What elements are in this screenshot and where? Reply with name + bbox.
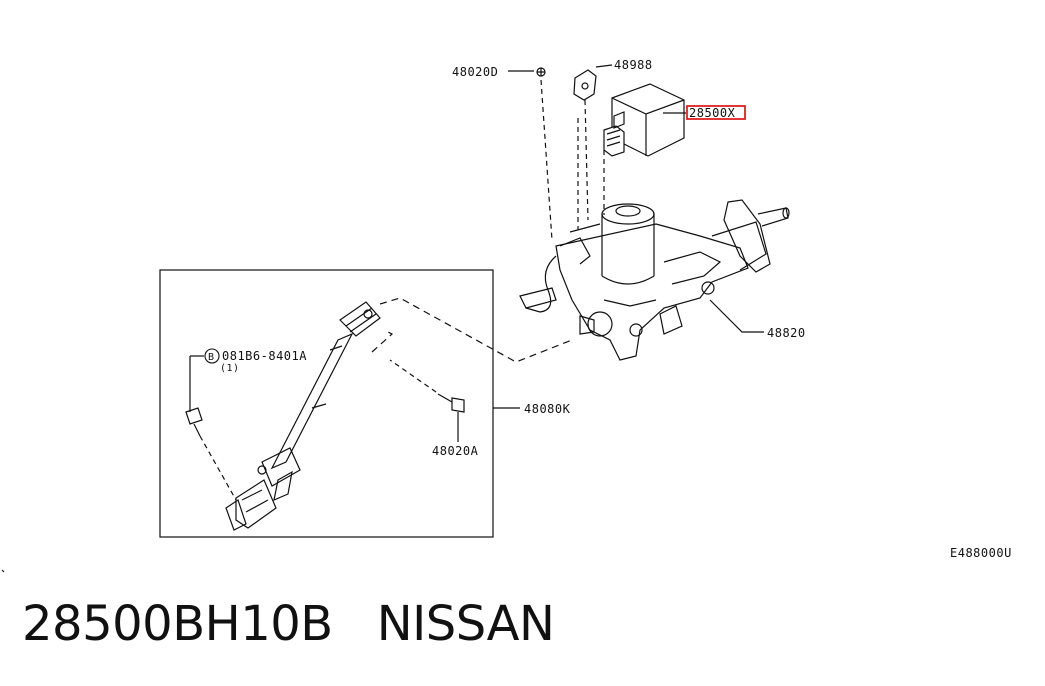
figure-code: E488000U bbox=[950, 546, 1012, 560]
clip-48020d bbox=[536, 67, 546, 77]
callout-48020d: 48020D bbox=[452, 65, 498, 79]
lower-shaft-48080k bbox=[225, 301, 381, 531]
callout-28500x: 28500X bbox=[689, 106, 736, 120]
bolt-081b6-8401a bbox=[185, 355, 237, 501]
bracket-48988 bbox=[573, 69, 597, 101]
marker-b: B bbox=[208, 352, 215, 363]
callout-48020a: 48020A bbox=[432, 444, 479, 458]
control-module-28500x bbox=[603, 83, 685, 157]
leader-line-48820 bbox=[709, 299, 764, 333]
steering-column-48820 bbox=[519, 199, 790, 361]
guide-line-bracket bbox=[584, 99, 589, 221]
callout-48988: 48988 bbox=[614, 58, 653, 72]
guide-line-inset bbox=[379, 297, 573, 363]
guide-line-clip bbox=[540, 79, 553, 241]
guide-line-inset-2 bbox=[371, 329, 394, 353]
inset-frame bbox=[159, 269, 494, 538]
part-number: 28500BH10B bbox=[22, 596, 333, 652]
callout-081b6-8401a: 081B6-8401A bbox=[222, 349, 307, 363]
callout-48080k: 48080K bbox=[524, 402, 571, 416]
callout-48820: 48820 bbox=[767, 326, 806, 340]
highlight-box-28500x bbox=[686, 105, 746, 120]
callout-081b6-qty: (1) bbox=[220, 363, 240, 374]
bolt-48020a bbox=[389, 359, 465, 442]
corner-tick bbox=[1, 569, 5, 573]
marker-circle-b bbox=[204, 348, 220, 364]
part-caption: 28500BH10B NISSAN bbox=[22, 596, 555, 652]
leader-line-48988 bbox=[595, 64, 613, 68]
brand-name: NISSAN bbox=[376, 596, 555, 652]
